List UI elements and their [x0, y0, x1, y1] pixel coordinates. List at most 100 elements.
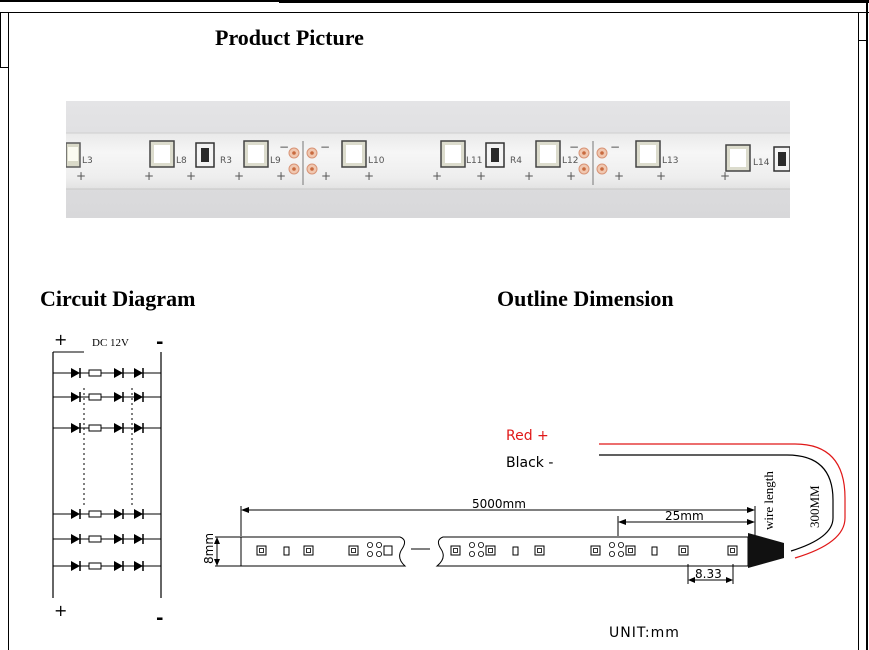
photo-mark: L11 — [466, 156, 482, 166]
strip-solder-pad — [366, 542, 373, 549]
outline-dimension-drawing: Red + Black - wire length 300MM 5000mm 2… — [202, 428, 846, 641]
frame-border-left-stub — [0, 12, 1, 67]
resistor-symbol — [88, 562, 102, 570]
strip-resistor — [512, 546, 519, 556]
outline-dimension-heading: Outline Dimension — [497, 286, 674, 311]
svg-text:+: + — [234, 169, 244, 183]
resistor-symbol — [88, 369, 102, 377]
frame-border-top-left-inner — [0, 12, 279, 13]
photo-mark: L13 — [662, 156, 678, 166]
circuit-top-minus: - — [156, 332, 163, 353]
resistor-symbol — [88, 510, 102, 518]
svg-text:+: + — [186, 169, 196, 183]
circuit-rows — [53, 368, 161, 571]
strip-led-inner — [351, 548, 356, 553]
diode-symbol — [71, 534, 80, 544]
diode-symbol — [114, 368, 123, 378]
strip-led-inner — [537, 548, 542, 553]
circuit-voltage-label: DC 12V — [92, 337, 129, 349]
svg-text:+: + — [614, 169, 624, 183]
strip-solder-pad — [608, 550, 615, 557]
diode-symbol — [134, 561, 143, 571]
frame-border-right-outer — [866, 0, 868, 650]
photo-strip — [66, 133, 790, 189]
strip-components — [256, 542, 738, 557]
diode-symbol — [71, 368, 80, 378]
strip-solder-pad — [468, 542, 475, 549]
diode-symbol — [134, 423, 143, 433]
red-wire-label: Red + — [506, 428, 549, 444]
diode-symbol — [71, 561, 80, 571]
diode-symbol — [114, 509, 123, 519]
strip-solder-pad — [477, 550, 484, 557]
svg-text:+: + — [276, 169, 286, 183]
diode-symbol — [134, 509, 143, 519]
svg-text:+: + — [364, 169, 374, 183]
svg-text:+: + — [321, 169, 331, 183]
diode-symbol — [134, 534, 143, 544]
diode-symbol — [71, 509, 80, 519]
resistor-symbol — [88, 424, 102, 432]
wire-length-value: 300MM — [807, 485, 822, 528]
wire-length-label: wire length — [761, 471, 776, 530]
diode-symbol — [114, 423, 123, 433]
circuit-diagram: + DC 12V - + - — [52, 330, 163, 628]
circuit-bottom-minus: - — [156, 608, 163, 628]
pitch-label: 8.33 — [695, 567, 722, 581]
strip-solder-pad — [468, 550, 475, 557]
black-wire-label: Black - — [506, 455, 553, 471]
photo-mark: L8 — [176, 156, 187, 166]
strip-led-inner — [306, 548, 311, 553]
frame-border-top-right — [279, 0, 869, 3]
svg-text:−: − — [610, 140, 620, 154]
svg-text:+: + — [720, 169, 730, 183]
frame-border-right — [858, 12, 859, 650]
strip-led-inner — [681, 548, 686, 553]
segment-length-label: 25mm — [665, 509, 704, 523]
frame-border-top-right-inner — [279, 12, 869, 13]
strip-solder-pad — [617, 550, 624, 557]
frame-border-top-left — [0, 0, 279, 2]
svg-text:+: + — [524, 169, 534, 183]
photo-mark: R3 — [220, 156, 232, 166]
strip-solder-pad — [477, 542, 484, 549]
diode-symbol — [114, 392, 123, 402]
svg-text:−: − — [569, 140, 579, 154]
svg-text:+: + — [432, 169, 442, 183]
strip-solder-pad — [608, 542, 615, 549]
red-wire — [599, 443, 846, 559]
svg-text:+: + — [476, 169, 486, 183]
photo-mark: L3 — [82, 156, 93, 166]
photo-mark: L12 — [562, 156, 578, 166]
strip-outline-left — [240, 536, 407, 567]
strip-solder-pad — [375, 550, 382, 557]
end-cap-connector — [748, 533, 784, 568]
svg-text:−: − — [320, 140, 330, 154]
diode-symbol — [114, 534, 123, 544]
photo-silkscreen-marks: L3 L8 R3 L9 L10 L11 R4 L12 L13 L14 + + +… — [76, 140, 770, 183]
diode-symbol — [71, 392, 80, 402]
resistor-symbol — [88, 393, 102, 401]
photo-mark: L14 — [753, 158, 770, 168]
strip-led-inner — [488, 548, 493, 553]
photo-mark: R4 — [510, 156, 522, 166]
resistor-symbol — [88, 535, 102, 543]
strip-led-inner — [593, 548, 598, 553]
frame-border-left — [8, 12, 9, 650]
svg-text:−: − — [279, 140, 289, 154]
unit-label: UNIT:mm — [609, 625, 680, 641]
svg-text:+: + — [566, 169, 576, 183]
photo-mark: L10 — [368, 156, 385, 166]
strip-led-inner — [730, 548, 735, 553]
photo-led-group — [66, 140, 751, 172]
strip-resistor — [283, 546, 290, 556]
svg-text:+: + — [144, 169, 154, 183]
strip-resistor — [651, 546, 658, 556]
strip-led — [383, 545, 393, 556]
circuit-bottom-plus: + — [54, 601, 67, 620]
frame-border-left-tick — [0, 67, 8, 68]
photo-resistor-group — [195, 142, 790, 172]
width-label: 8mm — [202, 533, 216, 564]
product-photo: L3 L8 R3 L9 L10 L11 R4 L12 L13 L14 + + +… — [66, 101, 790, 218]
product-picture-heading: Product Picture — [215, 25, 364, 50]
